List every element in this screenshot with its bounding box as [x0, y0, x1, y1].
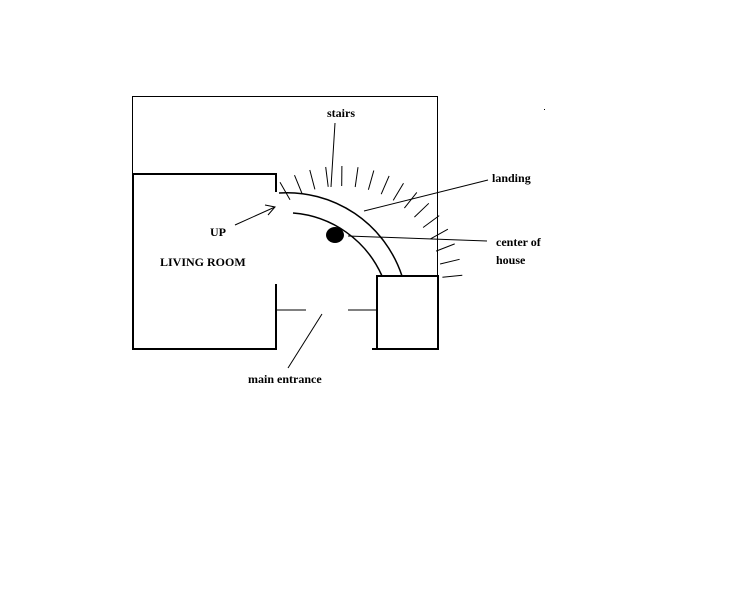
stair-tread [392, 182, 404, 201]
center-leader [347, 235, 488, 242]
stair-tread [414, 202, 430, 218]
curved-staircase [278, 165, 463, 278]
stair-outer-arc [278, 191, 403, 277]
stair-tread [404, 192, 418, 209]
center-of-house-dot [326, 227, 344, 243]
stair-inner-arc [292, 212, 383, 277]
living-room-label: LIVING ROOM [160, 255, 246, 269]
living-room-wall [132, 173, 277, 350]
stairs-label: stairs [327, 106, 355, 120]
up-arrow-icon [234, 204, 276, 226]
stair-tread [380, 175, 390, 195]
stair-tread [439, 258, 460, 265]
stair-tread [367, 170, 375, 190]
outer-house-outline [132, 96, 438, 350]
stair-tread [309, 169, 316, 190]
landing-label: landing [492, 171, 531, 185]
stair-tread [279, 182, 291, 200]
up-label: UP [210, 225, 226, 239]
center-of-house-label-line1: center of [496, 235, 542, 249]
main-entrance-label: main entrance [248, 372, 322, 386]
landing-leader [363, 179, 489, 212]
stair-tread [435, 243, 455, 252]
stairs-leader [330, 122, 336, 188]
stray-dot [544, 109, 545, 110]
stair-tread [422, 215, 440, 228]
stair-tread [442, 274, 463, 278]
right-room-wall [372, 275, 439, 350]
stair-tread [354, 167, 359, 188]
stair-treads [279, 165, 463, 278]
stair-tread [430, 228, 449, 240]
main-entrance-leader [287, 313, 323, 369]
stair-tread [325, 166, 329, 187]
center-of-house-label-line2: house [496, 253, 526, 267]
stair-tread [294, 175, 303, 194]
